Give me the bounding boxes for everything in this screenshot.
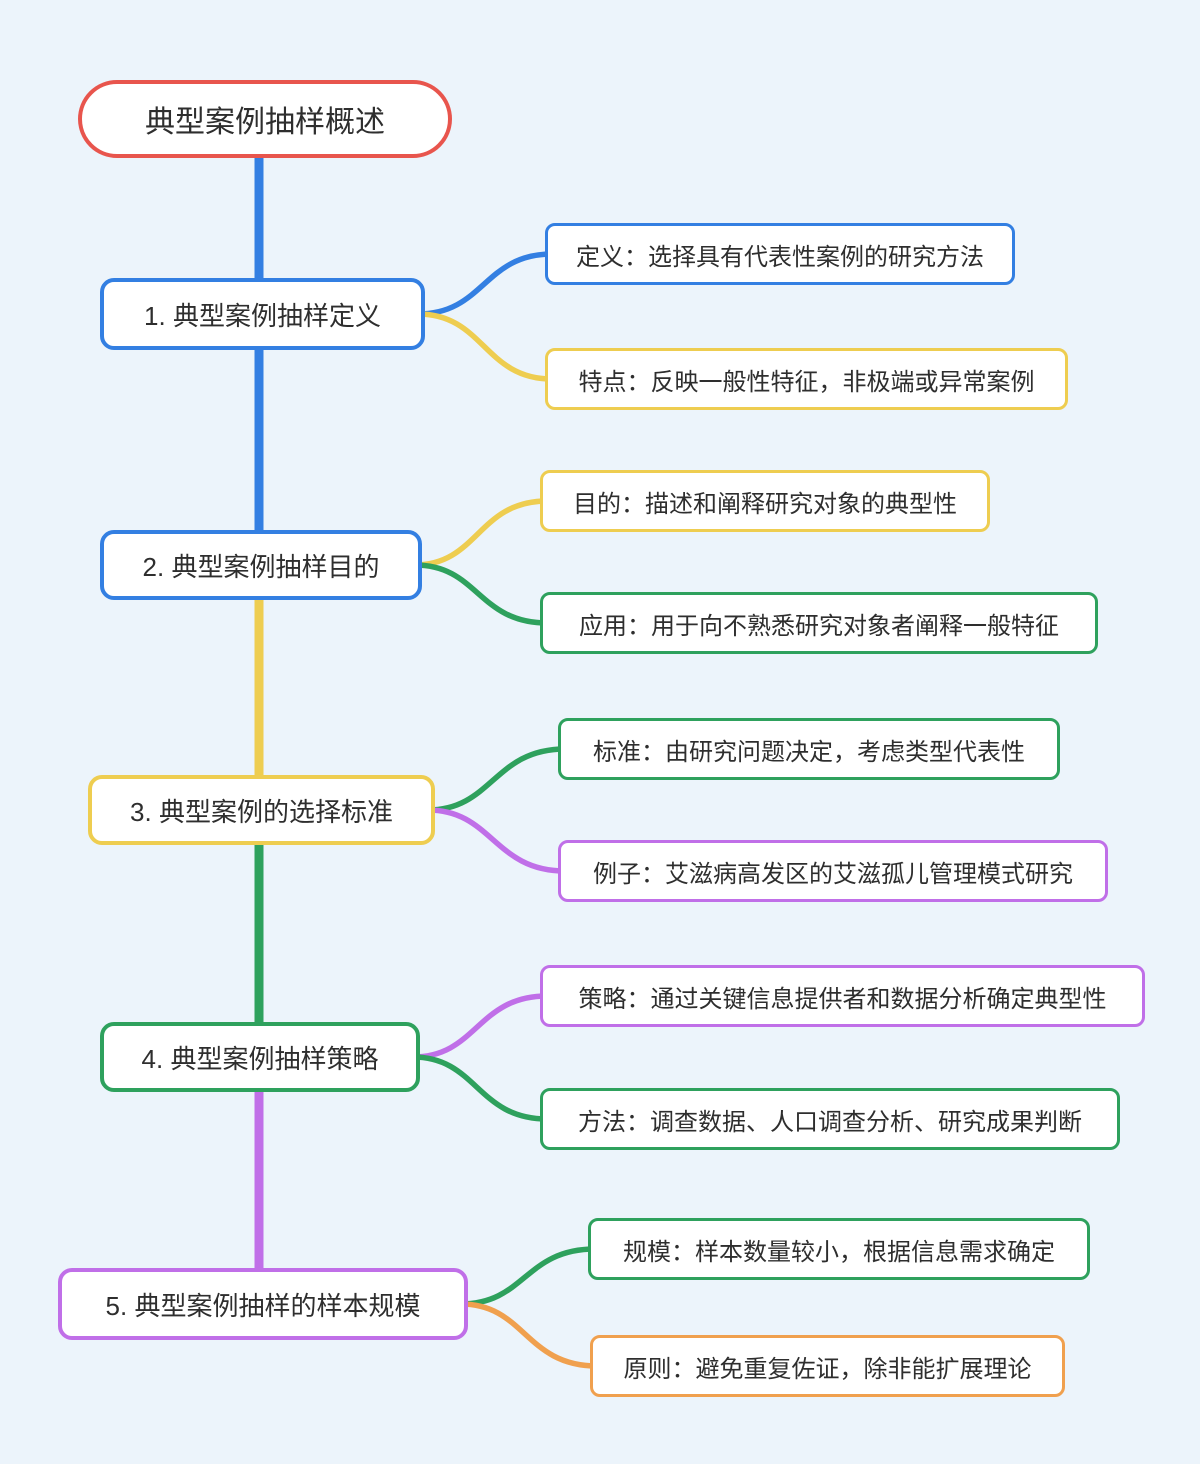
main-node-3-label: 3. 典型案例的选择标准 [130, 796, 393, 827]
root-node-label: 典型案例抽样概述 [145, 106, 385, 139]
branch-4a [410, 993, 550, 1060]
child-node-1a-label: 定义：选择具有代表性案例的研究方法 [576, 243, 984, 271]
branch-4b [410, 1054, 550, 1122]
child-node-1b[interactable]: 特点：反映一般性特征，非极端或异常案例 [545, 348, 1068, 410]
branch-1a [415, 251, 555, 317]
child-node-3a[interactable]: 标准：由研究问题决定，考虑类型代表性 [558, 718, 1060, 780]
child-node-3a-label: 标准：由研究问题决定，考虑类型代表性 [593, 738, 1025, 766]
child-node-1a[interactable]: 定义：选择具有代表性案例的研究方法 [545, 223, 1015, 285]
child-node-2b-label: 应用：用于向不熟悉研究对象者阐释一般特征 [579, 612, 1059, 640]
child-node-5b[interactable]: 原则：避免重复佐证，除非能扩展理论 [590, 1335, 1065, 1397]
child-node-3b[interactable]: 例子：艾滋病高发区的艾滋孤儿管理模式研究 [558, 840, 1108, 902]
child-node-5a-label: 规模：样本数量较小，根据信息需求确定 [623, 1238, 1055, 1266]
child-node-5b-label: 原则：避免重复佐证，除非能扩展理论 [623, 1355, 1032, 1383]
child-node-4a-label: 策略：通过关键信息提供者和数据分析确定典型性 [578, 985, 1107, 1013]
main-node-2-label: 2. 典型案例抽样目的 [142, 551, 380, 582]
child-node-2a[interactable]: 目的：描述和阐释研究对象的典型性 [540, 470, 990, 532]
child-node-4b-label: 方法：调查数据、人口调查分析、研究成果判断 [578, 1108, 1082, 1136]
main-node-3[interactable]: 3. 典型案例的选择标准 [88, 775, 435, 845]
child-node-5a[interactable]: 规模：样本数量较小，根据信息需求确定 [588, 1218, 1090, 1280]
main-node-4-label: 4. 典型案例抽样策略 [141, 1043, 379, 1074]
main-node-2[interactable]: 2. 典型案例抽样目的 [100, 530, 422, 600]
child-node-1b-label: 特点：反映一般性特征，非极端或异常案例 [578, 368, 1035, 396]
main-node-4[interactable]: 4. 典型案例抽样策略 [100, 1022, 420, 1092]
child-node-4b[interactable]: 方法：调查数据、人口调查分析、研究成果判断 [540, 1088, 1120, 1150]
branch-3b [425, 807, 568, 874]
root-node[interactable]: 典型案例抽样概述 [78, 80, 452, 158]
branch-5a [458, 1246, 598, 1307]
child-node-3b-label: 例子：艾滋病高发区的艾滋孤儿管理模式研究 [593, 860, 1073, 888]
main-node-1-label: 1. 典型案例抽样定义 [144, 300, 381, 331]
main-node-5-label: 5. 典型案例抽样的样本规模 [105, 1290, 421, 1321]
branch-2a [412, 498, 550, 568]
main-node-1[interactable]: 1. 典型案例抽样定义 [100, 278, 425, 350]
branch-1b [415, 311, 555, 382]
branch-3a [425, 746, 568, 813]
branch-5b [458, 1301, 600, 1369]
child-node-2b[interactable]: 应用：用于向不熟悉研究对象者阐释一般特征 [540, 592, 1098, 654]
child-node-4a[interactable]: 策略：通过关键信息提供者和数据分析确定典型性 [540, 965, 1145, 1027]
main-node-5[interactable]: 5. 典型案例抽样的样本规模 [58, 1268, 468, 1340]
branch-2b [412, 562, 550, 626]
child-node-2a-label: 目的：描述和阐释研究对象的典型性 [573, 490, 957, 518]
